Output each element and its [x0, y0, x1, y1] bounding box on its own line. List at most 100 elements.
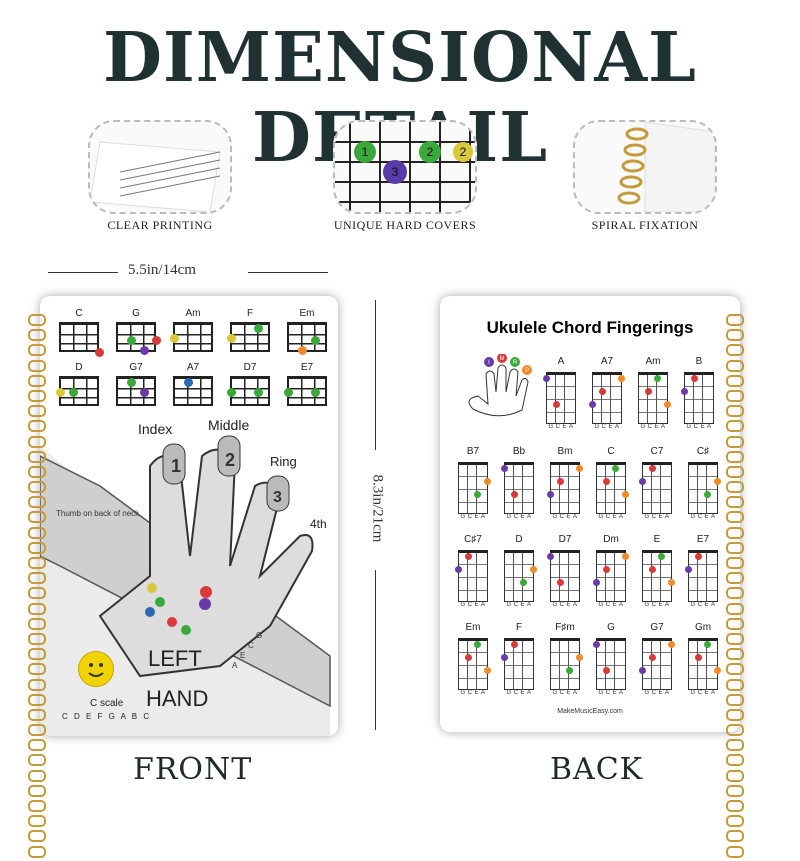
spiral-coil — [726, 602, 744, 615]
spiral-coil — [726, 496, 744, 509]
spiral-coil — [28, 648, 46, 661]
fretboard — [458, 462, 488, 514]
spiral-coil — [28, 557, 46, 569]
finger-dot — [704, 491, 711, 498]
svg-text:3: 3 — [273, 489, 282, 506]
spiral-coil — [726, 374, 744, 387]
finger-dot — [658, 553, 665, 560]
finger-dot — [690, 375, 698, 382]
spiral-coil — [726, 739, 744, 752]
finger-dot — [713, 478, 721, 485]
dimension-line — [248, 272, 328, 273]
svg-text:A: A — [232, 661, 238, 670]
finger-dot — [575, 654, 583, 661]
left-hand-illustration: Index Middle Ring 4th 1 2 3 Thumb on bac… — [40, 417, 331, 736]
chord-name: Dm — [603, 534, 619, 545]
finger-dot — [552, 401, 560, 408]
svg-text:2: 2 — [427, 145, 434, 159]
chord-diagram: C — [55, 308, 104, 357]
string-names: GCEA — [644, 602, 672, 608]
chord-name: F♯m — [555, 622, 575, 633]
chord-name: Am — [645, 356, 661, 367]
dimension-line — [375, 300, 376, 450]
height-dimension: 8.3in/21cm — [369, 474, 386, 543]
spiral-coil — [28, 405, 46, 418]
spiral-coil — [28, 845, 46, 858]
spiral-coil — [28, 830, 46, 843]
finger-dot — [474, 641, 481, 648]
fretboard — [546, 372, 576, 424]
finger-dot — [602, 566, 610, 573]
hand-diagram-icon: IM RP — [468, 354, 532, 417]
spiral-coil — [28, 678, 46, 691]
finger-dot — [556, 478, 564, 485]
spiral-coil — [726, 678, 744, 691]
string-names: GCEA — [598, 602, 626, 608]
spiral-coil — [28, 435, 46, 448]
finger-dot — [648, 465, 656, 472]
svg-text:E: E — [240, 651, 245, 660]
spiral-coil — [726, 405, 744, 418]
fretboard — [642, 638, 672, 690]
chord-name: F — [515, 622, 523, 633]
fretboard — [550, 638, 580, 690]
spiral-coil — [726, 481, 744, 494]
string-names: GCEA — [552, 690, 580, 696]
finger-dot — [648, 654, 656, 661]
spiral-coil — [726, 511, 744, 524]
spiral-coil — [28, 693, 46, 706]
svg-text:1: 1 — [362, 145, 369, 159]
chord-diagram: Em — [283, 308, 331, 356]
feature-spiral-fixation: SPIRAL FIXATION — [560, 120, 730, 233]
finger-dot — [667, 641, 675, 648]
spiral-coil — [726, 359, 744, 372]
fretboard — [642, 550, 672, 602]
spiral-coil — [726, 526, 744, 539]
spiral-coil — [28, 769, 46, 782]
finger-dot — [589, 401, 596, 408]
spiral-coil — [726, 693, 744, 706]
dimension-line — [48, 272, 118, 273]
spiral-binding — [726, 314, 744, 861]
chord-name: A7 — [600, 356, 614, 367]
svg-text:M: M — [500, 356, 505, 362]
chord-diagram: E7 — [283, 362, 331, 410]
spiral-coil — [28, 450, 46, 463]
spiral-coil — [28, 329, 46, 342]
string-names: GCEA — [644, 514, 672, 520]
fretboard — [688, 638, 718, 690]
spiral-coil — [28, 526, 46, 539]
svg-text:Ring: Ring — [270, 454, 297, 469]
svg-text:HAND: HAND — [146, 686, 208, 711]
feature-label: UNIQUE HARD COVERS — [333, 218, 477, 232]
string-names: GCEA — [594, 424, 622, 430]
string-names: GCEA — [690, 514, 718, 520]
finger-dot — [593, 641, 600, 648]
chord-name: E — [653, 534, 661, 545]
back-label: BACK — [550, 752, 644, 787]
svg-text:4th: 4th — [310, 517, 327, 531]
finger-dot — [510, 491, 518, 498]
svg-text:2: 2 — [460, 145, 467, 159]
chord-name: G — [607, 622, 615, 633]
spiral-coil — [726, 329, 744, 342]
spiral-coil — [726, 800, 744, 812]
feature-clear-printing: CLEAR PRINTING — [75, 120, 245, 233]
fretboard — [688, 462, 718, 514]
scale-label: C scale — [90, 698, 124, 709]
chord-name: E7 — [696, 534, 710, 545]
finger-dot — [529, 566, 537, 573]
finger-dot — [685, 566, 692, 573]
fretboard — [504, 638, 534, 690]
spiral-coil — [726, 314, 744, 326]
front-cover: C G Am F Em D G7 A7 D7 E7 — [40, 296, 338, 736]
finger-dot — [455, 566, 462, 573]
back-heading: Ukulele Chord Fingerings — [486, 318, 694, 337]
